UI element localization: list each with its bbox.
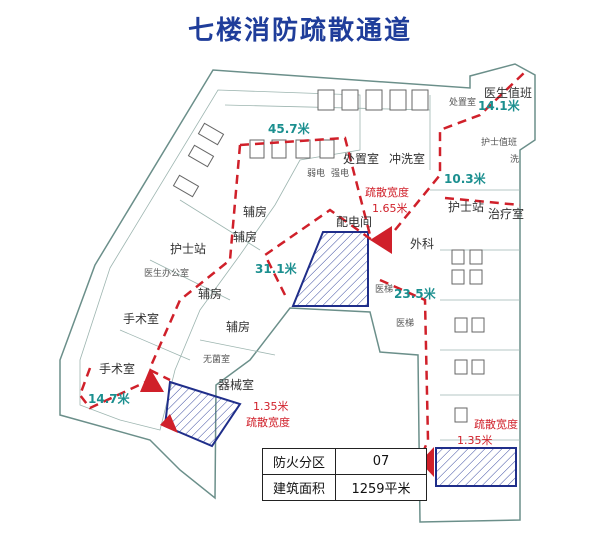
room-label-equipment: 器械室 xyxy=(218,378,255,392)
room-label-doctor-office: 医生办公室 xyxy=(144,269,190,279)
room-label-power: 强电 xyxy=(331,169,350,179)
room-label-nurse-station-right: 护士站 xyxy=(448,200,485,214)
room-label-flush: 冲洗室 xyxy=(389,152,426,166)
fixtures xyxy=(172,89,485,423)
room-label-disposal-small: 处置室 xyxy=(449,98,477,108)
exit-width-value: 1.65米 xyxy=(372,202,408,215)
exit-width-label: 疏散宽度 xyxy=(474,418,518,431)
room-label-weak-current: 弱电 xyxy=(307,169,326,179)
room-label-elevator: 医梯 xyxy=(375,285,394,295)
exit-width-label: 疏散宽度 xyxy=(246,416,290,429)
room-label-operating: 手术室 xyxy=(99,362,136,376)
distance-label: 14.1米 xyxy=(478,99,520,113)
area-value: 1259平米 xyxy=(335,474,428,501)
exit-width-value: 1.35米 xyxy=(253,400,289,413)
distance-label: 45.7米 xyxy=(268,122,310,136)
distance-label: 23.5米 xyxy=(394,287,436,301)
distance-label: 31.1米 xyxy=(255,262,297,276)
room-label-ward: 辅房 xyxy=(243,205,268,219)
room-label-elevator: 医梯 xyxy=(396,319,415,329)
room-label-treatment: 治疗室 xyxy=(488,207,525,221)
room-label-ward: 辅房 xyxy=(233,230,258,244)
stairwell-center xyxy=(291,231,369,307)
table-row: 防火分区 07 xyxy=(261,448,428,475)
distance-label: 10.3米 xyxy=(444,172,486,186)
building-outline xyxy=(59,63,536,523)
room-label-nurse-station: 护士站 xyxy=(170,242,207,256)
area-label: 建筑面积 xyxy=(261,474,337,501)
room-label-wash: 洗 xyxy=(510,155,520,165)
room-label-sterile: 无菌室 xyxy=(203,355,231,365)
exit-arrow-upper xyxy=(370,226,392,254)
room-label-duty-nurse: 护士值班 xyxy=(481,138,518,148)
room-label-duty-doctor: 医生值班 xyxy=(484,86,533,100)
room-label-ward: 辅房 xyxy=(198,287,223,301)
exit-arrow-left xyxy=(140,368,164,392)
fire-zone-info-table: 防火分区 07 建筑面积 1259平米 xyxy=(261,448,428,501)
room-label-operating: 手术室 xyxy=(123,312,160,326)
room-label-distribution: 配电间 xyxy=(336,215,373,229)
exit-width-value: 1.35米 xyxy=(457,434,493,447)
distance-label: 14.7米 xyxy=(88,392,130,406)
zone-label: 防火分区 xyxy=(261,448,337,475)
stairwell-left xyxy=(163,380,242,448)
room-label-surgery: 外科 xyxy=(410,237,435,251)
page-title: 七楼消防疏散通道 xyxy=(187,16,412,46)
zone-value: 07 xyxy=(335,448,428,475)
exit-width-label: 疏散宽度 xyxy=(365,186,409,199)
exit-arrow-bottom-left xyxy=(160,414,178,433)
room-label-ward: 辅房 xyxy=(226,320,251,334)
room-label-disposal: 处置室 xyxy=(343,152,380,166)
table-row: 建筑面积 1259平米 xyxy=(261,474,428,501)
stairwell-right xyxy=(435,447,517,487)
